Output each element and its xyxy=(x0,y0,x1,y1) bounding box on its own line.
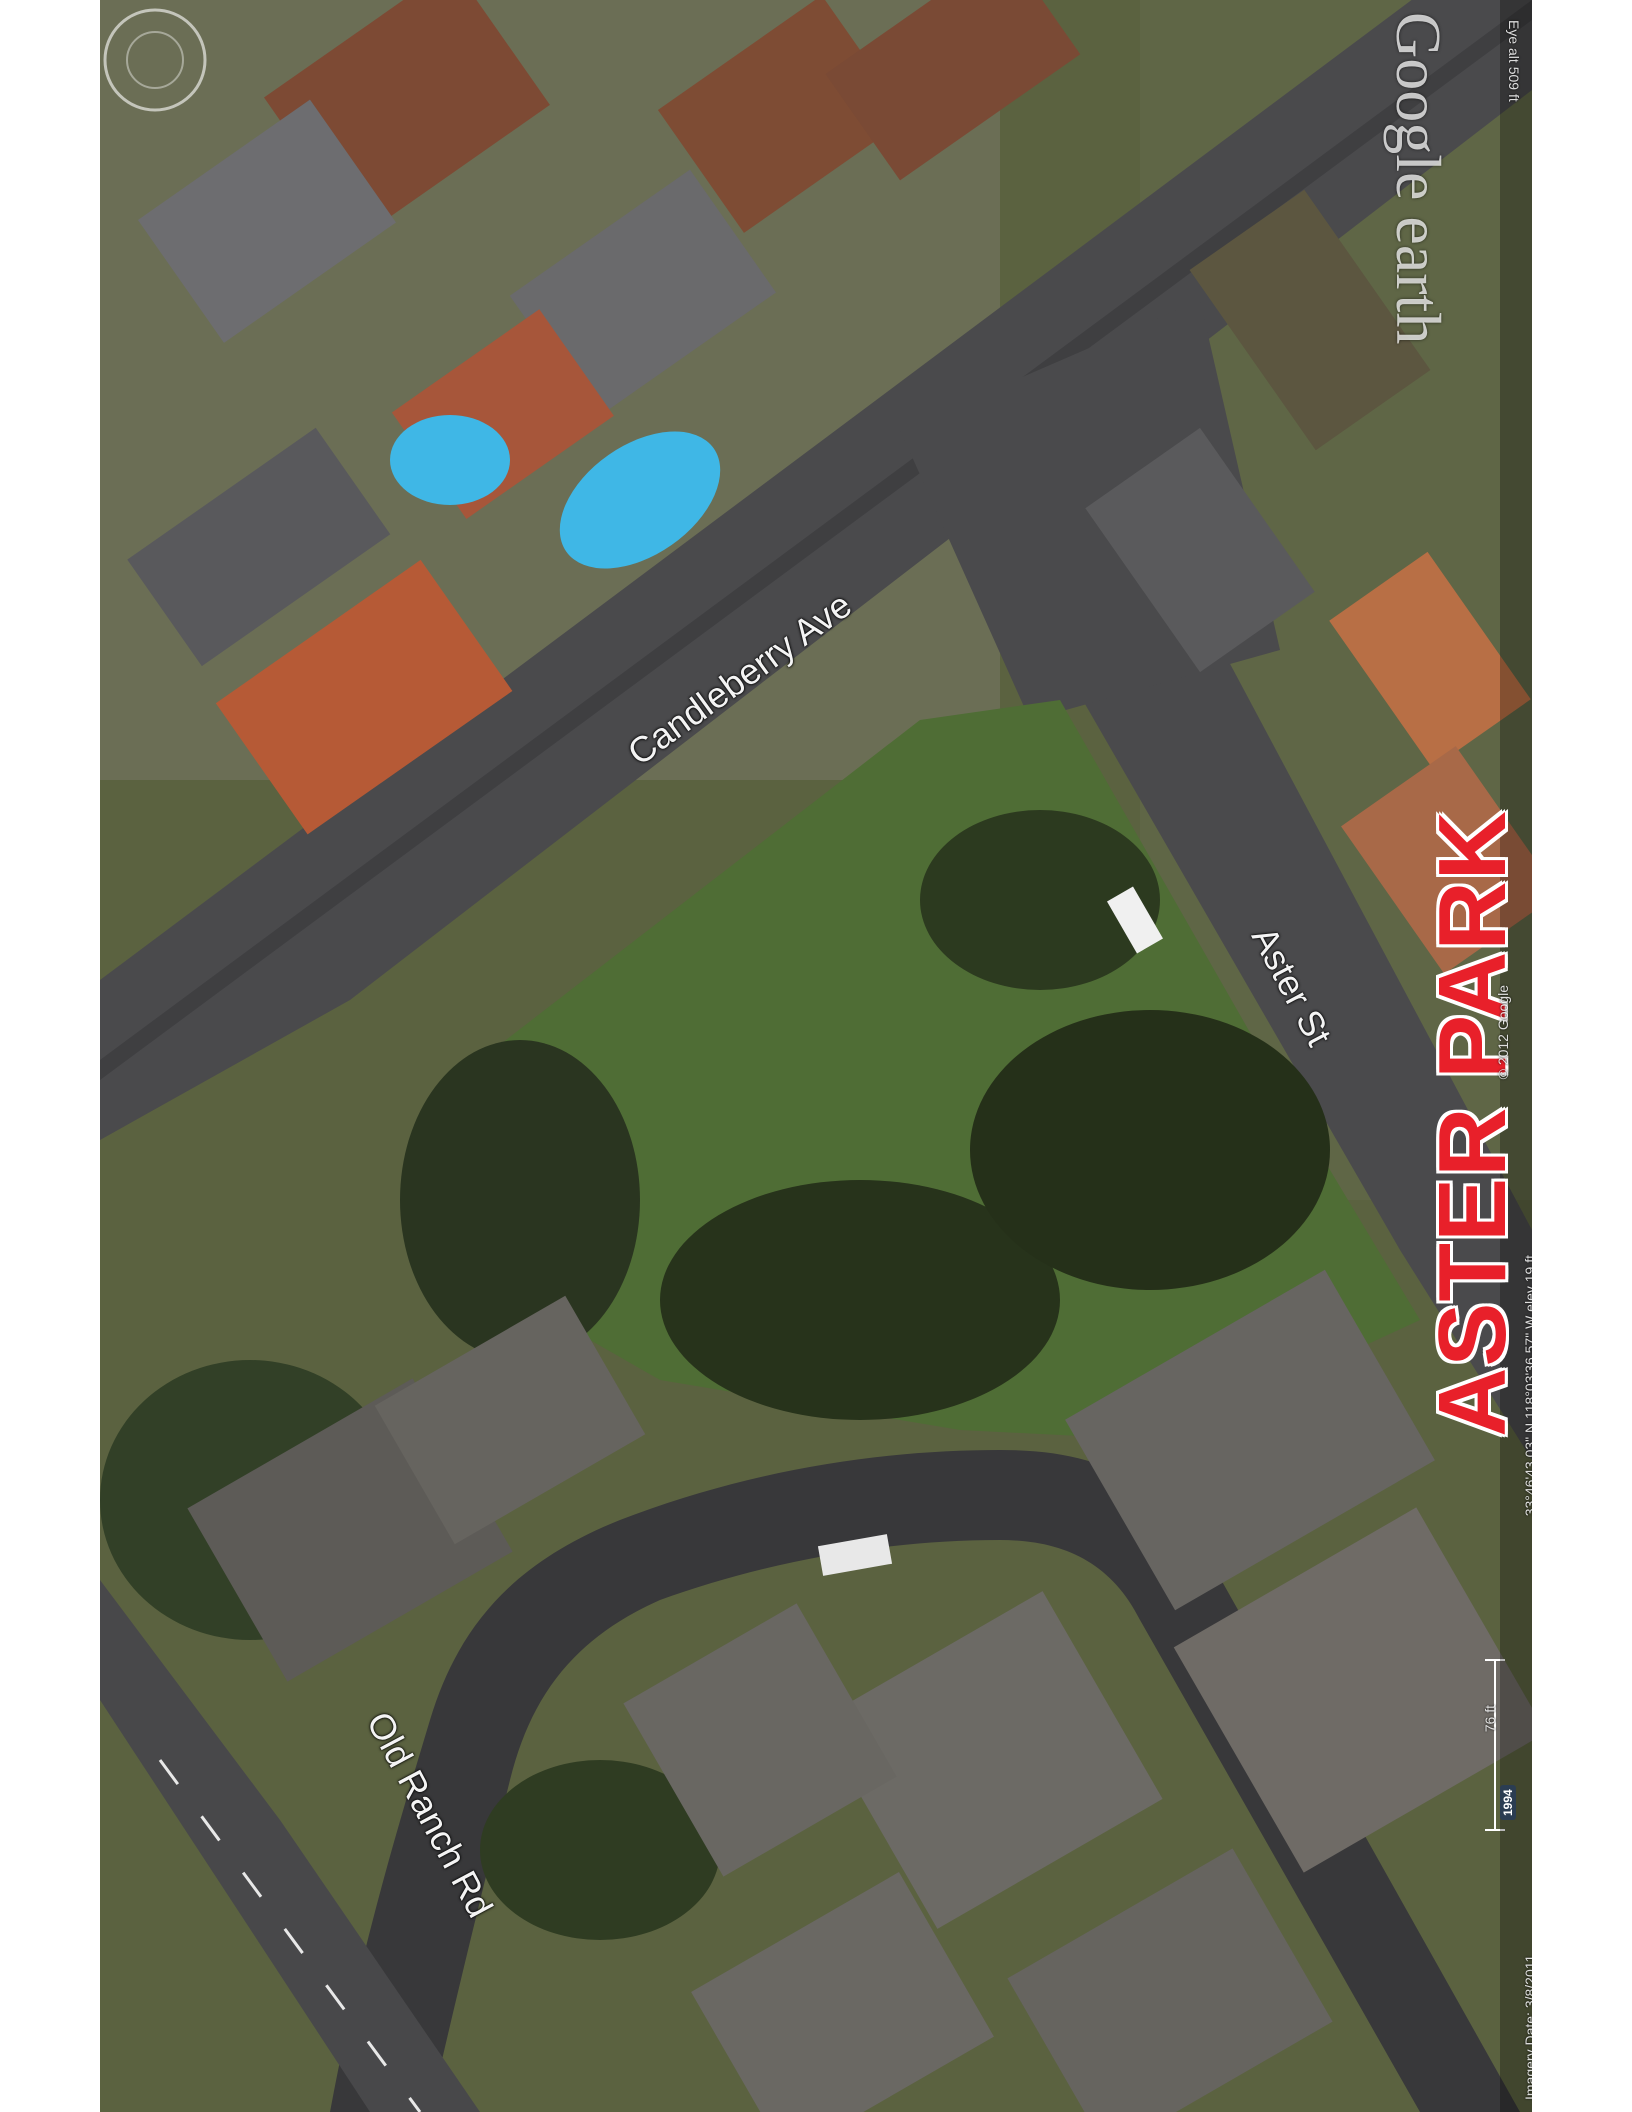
compass xyxy=(103,8,207,112)
aerial-imagery xyxy=(100,0,1532,2112)
history-year-badge[interactable]: 1994 xyxy=(1500,1785,1516,1820)
copyright: © 2012 Google xyxy=(1495,985,1511,1080)
imagery-date: Imagery Date: 3/8/2011 xyxy=(1522,1954,1532,2100)
pool xyxy=(390,415,510,505)
pool xyxy=(559,431,721,569)
road-old-ranch-rd xyxy=(330,1450,1520,2112)
coordinates: 33°46'43.03" N 118°03'36.57" W elev 19 f… xyxy=(1522,1255,1532,1517)
satellite-map[interactable]: Candleberry Ave Aster St Old Ranch Rd AS… xyxy=(100,0,1532,2112)
eye-altitude: Eye alt 509 ft xyxy=(1506,20,1522,102)
scale-label: 76 ft xyxy=(1482,1705,1498,1733)
brand-logo: Google earth xyxy=(1383,12,1454,345)
place-label-aster-park: ASTER PARK xyxy=(1419,810,1526,1437)
